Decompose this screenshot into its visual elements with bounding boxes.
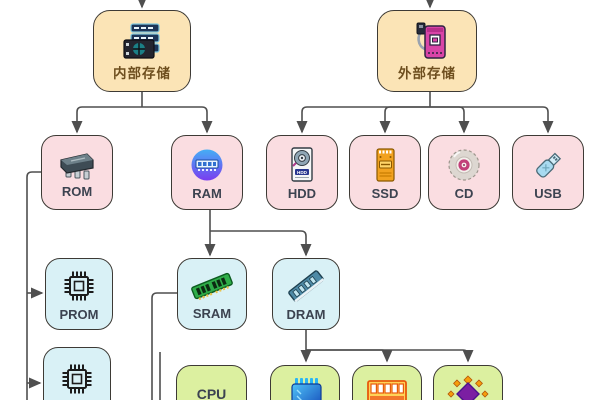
node-label: CPU: [196, 386, 227, 400]
node-cd: CD: [428, 135, 500, 210]
orange-memory-icon: [364, 374, 410, 400]
node-hdd: HDD HDD: [266, 135, 338, 210]
chip-outline-icon: [60, 267, 98, 305]
node-label: DRAM: [286, 307, 326, 322]
node-label: ROM: [61, 183, 93, 199]
ssd-icon: [370, 146, 400, 184]
hard-disk-icon: HDD: [285, 146, 319, 184]
node-ram: RAM: [171, 135, 243, 210]
compact-disc-icon: [445, 146, 483, 184]
node-bottom-box-4: [433, 365, 503, 400]
node-cpu: CPU: [176, 365, 247, 400]
ram-circle-icon: [188, 146, 226, 184]
hdd-icon-text: HDD: [297, 169, 308, 174]
external-drive-icon: [405, 22, 449, 64]
blue-chip-icon: [285, 374, 325, 400]
node-sram: SRAM: [177, 258, 247, 330]
node-label: 内部存储: [113, 65, 171, 81]
chipset-diamond-icon: [446, 374, 490, 400]
node-usb: USB: [512, 135, 584, 210]
memory-modules-icon: [120, 22, 164, 64]
node-prom: PROM: [45, 258, 113, 330]
node-label: USB: [534, 185, 562, 201]
node-bottom-box-3: [352, 365, 422, 400]
node-dram: DRAM: [272, 258, 340, 330]
node-chip-box-2: [43, 347, 111, 400]
green-ram-stick-icon: [187, 268, 237, 304]
node-label: PROM: [59, 307, 99, 322]
node-label: 外部存储: [398, 65, 456, 81]
usb-stick-icon: [529, 146, 567, 184]
rom-chip-icon: [57, 148, 97, 182]
node-label: RAM: [192, 185, 222, 201]
node-label: HDD: [287, 185, 317, 201]
node-bottom-box-2: [270, 365, 340, 400]
node-internal-storage: 内部存储: [93, 10, 191, 92]
node-ssd: SSD: [349, 135, 421, 210]
blue-ram-stick-icon: [284, 267, 328, 305]
node-rom: ROM: [41, 135, 113, 210]
node-label: SSD: [371, 185, 399, 201]
node-external-storage: 外部存储: [377, 10, 477, 92]
chip-outline-icon: [58, 360, 96, 398]
node-label: CD: [454, 185, 474, 201]
node-label: SRAM: [192, 306, 232, 321]
